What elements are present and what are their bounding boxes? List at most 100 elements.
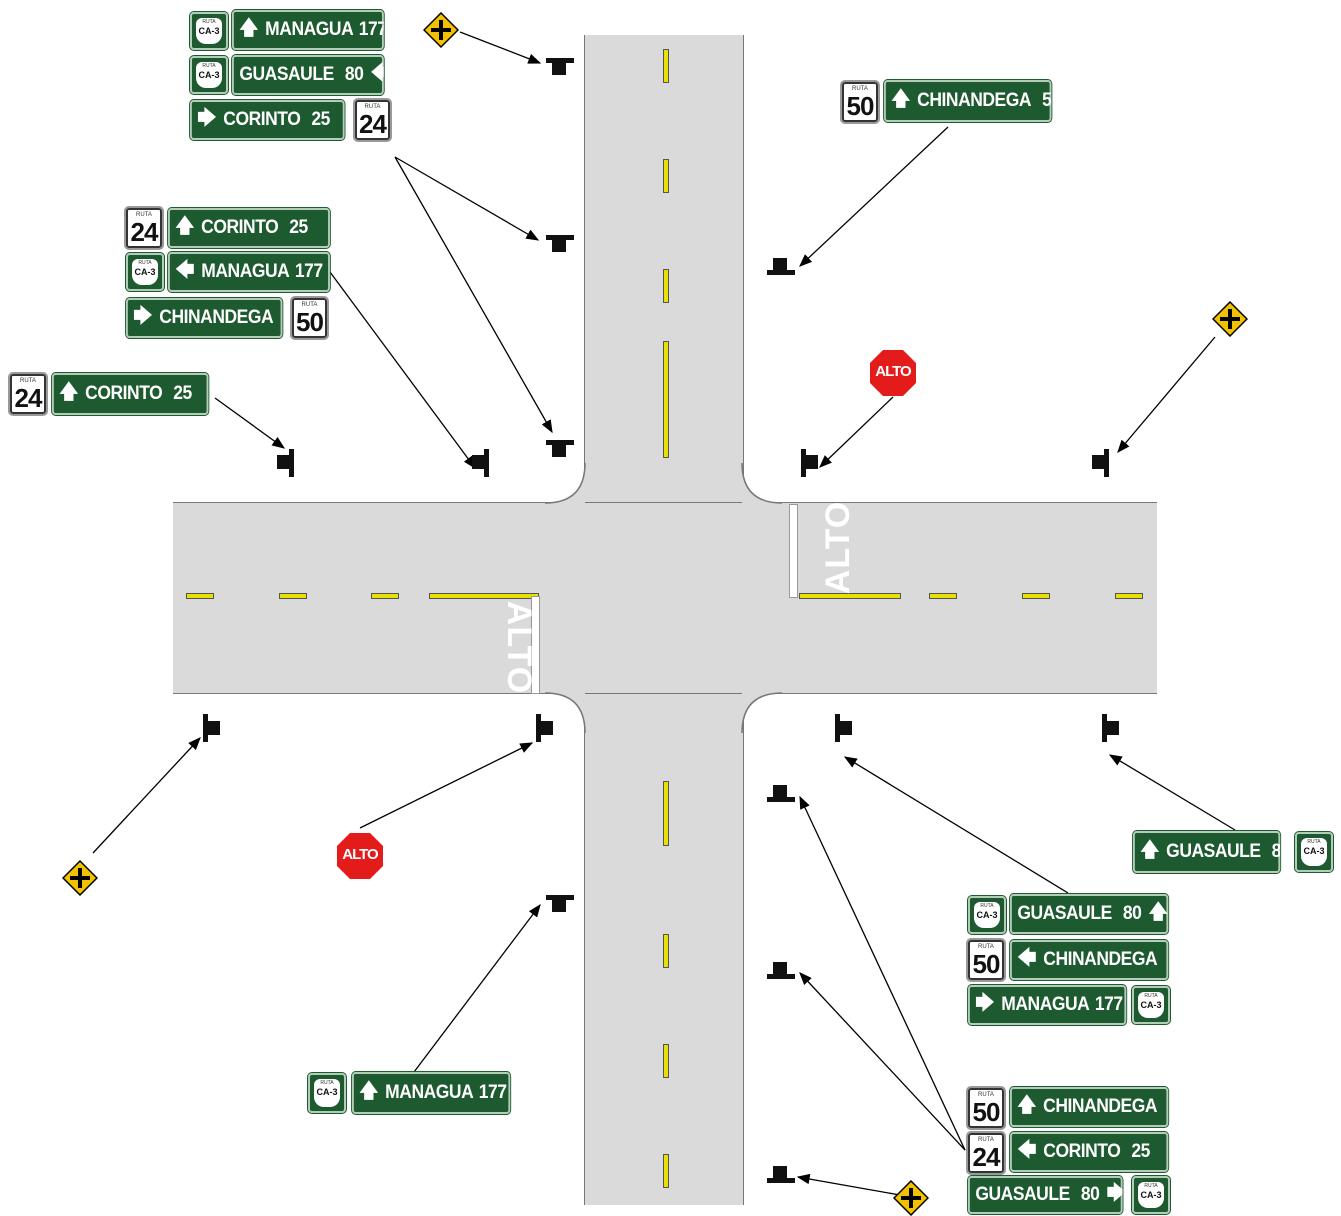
- intersection-box: [585, 503, 743, 693]
- guide-sign: 🡄 CORINTO 25: [1009, 1131, 1170, 1173]
- arrow-right-icon: 🡆: [1106, 1182, 1126, 1204]
- guide-sign: 🡅 CHINANDEGA 5: [883, 79, 1053, 123]
- arrow-left-icon: 🡄: [370, 62, 390, 84]
- guide-sign: 🡅 CHINANDEGA 5: [1009, 1086, 1178, 1128]
- sign-distance: 5: [1168, 949, 1178, 970]
- stop-line-east: [789, 504, 798, 598]
- center-dash: [664, 270, 668, 302]
- crossroad-warning-icon: [893, 1180, 929, 1216]
- sign-destination: GUASAULE: [1166, 841, 1261, 862]
- center-dash: [930, 594, 956, 598]
- guide-sign: 🡆 CHINANDEGA 5: [125, 297, 294, 339]
- arrow-left-icon: 🡄: [1017, 947, 1036, 969]
- sign-distance: 25: [1131, 1141, 1150, 1162]
- guide-sign: GUASAULE 80 🡄: [231, 54, 390, 96]
- arrow-up-icon: 🡅: [239, 17, 258, 39]
- sign-destination: CHINANDEGA: [917, 90, 1032, 111]
- sign-destination: MANAGUA: [265, 19, 354, 40]
- sign-distance: 80: [1080, 1184, 1100, 1205]
- center-dash: [664, 1045, 668, 1077]
- post: [801, 449, 818, 477]
- sign-destination: GUASAULE: [1017, 903, 1112, 924]
- post: [546, 58, 574, 75]
- arrow-up-icon: 🡅: [1017, 1094, 1036, 1116]
- guide-sign: 🡅 GUASAULE 80: [1132, 830, 1291, 874]
- center-dash: [280, 594, 306, 598]
- center-dash: [664, 1155, 668, 1187]
- arrow-up-icon: 🡅: [359, 1080, 378, 1102]
- sign-distance: 177: [1094, 994, 1123, 1015]
- sign-destination: CORINTO: [85, 383, 163, 404]
- post: [546, 895, 574, 912]
- arrow-right-icon: 🡆: [975, 992, 994, 1014]
- sign-distance: 177: [478, 1082, 507, 1103]
- crossroad-warning-icon: [62, 860, 98, 896]
- stop-line-west: [531, 596, 540, 694]
- sign-destination: CHINANDEGA: [159, 307, 274, 328]
- sign-distance: 5: [284, 307, 294, 328]
- center-dash: [372, 594, 398, 598]
- post: [546, 440, 574, 457]
- sign-destination: MANAGUA: [201, 261, 290, 282]
- post: [1092, 449, 1109, 477]
- arrow-up-icon: 🡅: [891, 88, 910, 110]
- guide-sign: 🡄 CHINANDEGA 5: [1009, 939, 1178, 981]
- guide-sign: 🡅 MANAGUA 177: [231, 9, 387, 51]
- arrow-left-icon: 🡄: [1017, 1139, 1036, 1161]
- sign-destination: CHINANDEGA: [1043, 949, 1158, 970]
- center-dash: [664, 160, 668, 192]
- post: [472, 449, 489, 477]
- center-dash: [1023, 594, 1049, 598]
- guide-sign: 🡅 CORINTO 25: [167, 207, 331, 249]
- arrow-up-icon: 🡅: [59, 381, 78, 403]
- stop-sign-south-west: ALTO: [336, 832, 384, 880]
- sign-destination: MANAGUA: [385, 1082, 474, 1103]
- sign-destination: CHINANDEGA: [1043, 1096, 1158, 1117]
- sign-distance: 5: [1168, 1096, 1178, 1117]
- center-line-solid: [430, 594, 538, 598]
- sign-distance: 25: [311, 109, 330, 130]
- guide-sign: 🡆 MANAGUA 177: [967, 984, 1128, 1026]
- stop-octagon-icon: [337, 833, 383, 879]
- center-dash: [664, 935, 668, 967]
- center-line-solid: [664, 342, 668, 457]
- guide-sign: 🡅 CORINTO 25: [51, 372, 210, 416]
- sign-distance: 80: [1122, 903, 1142, 924]
- guide-sign: GUASAULE 80 🡅: [1009, 893, 1170, 935]
- crossroad-warning-icon: [423, 12, 459, 48]
- guide-sign: 🡄 MANAGUA 177: [167, 251, 331, 293]
- stop-octagon-icon: [870, 350, 916, 396]
- post: [546, 235, 574, 252]
- post: [203, 714, 220, 742]
- sign-destination: MANAGUA: [1001, 994, 1090, 1015]
- sign-distance: 177: [294, 261, 323, 282]
- center-dash: [664, 50, 668, 82]
- sign-destination: GUASAULE: [975, 1184, 1070, 1205]
- arrow-left-icon: 🡄: [175, 259, 194, 281]
- guide-sign: 🡆 CORINTO 25: [189, 99, 346, 141]
- arrow-up-icon: 🡅: [1148, 901, 1168, 923]
- post: [277, 449, 294, 477]
- sign-distance: 25: [289, 217, 308, 238]
- post: [1102, 714, 1119, 742]
- post: [536, 714, 553, 742]
